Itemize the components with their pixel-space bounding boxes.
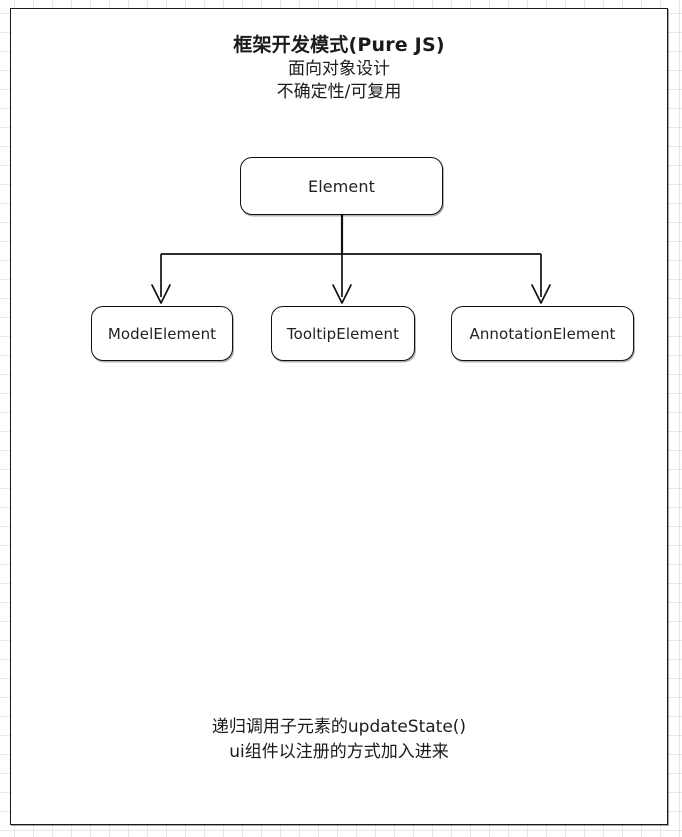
arrowhead-tooltip [332, 284, 352, 304]
title-subtitle-2: 不确定性/可复用 [276, 81, 402, 102]
node-tooltip-element-label: TooltipElement [286, 324, 400, 343]
title-main-text: 框架开发模式(Pure JS) [233, 34, 445, 56]
node-annotation-element[interactable]: AnnotationElement [451, 306, 634, 361]
diagram-frame: 框架开发模式(Pure JS) 面向对象设计 不确定性/可复用 [10, 8, 668, 825]
caption-line-1: 递归调用子元素的updateState() [211, 717, 467, 737]
arrowhead-model [151, 284, 171, 304]
node-tooltip-element[interactable]: TooltipElement [271, 306, 415, 361]
arrowhead-annotation [531, 284, 551, 304]
diagram-caption: 递归调用子元素的updateState() ui组件以注册的方式加入进来 [11, 715, 667, 764]
node-element[interactable]: Element [240, 157, 443, 215]
node-model-element[interactable]: ModelElement [91, 306, 233, 361]
title-subtitle-1: 面向对象设计 [288, 59, 390, 80]
connector-lines [151, 215, 551, 304]
node-annotation-element-label: AnnotationElement [469, 324, 616, 343]
caption-line-2: ui组件以注册的方式加入进来 [229, 741, 449, 762]
node-element-label: Element [308, 176, 375, 196]
node-model-element-label: ModelElement [107, 324, 217, 343]
diagram-title: 框架开发模式(Pure JS) 面向对象设计 不确定性/可复用 [11, 33, 667, 103]
